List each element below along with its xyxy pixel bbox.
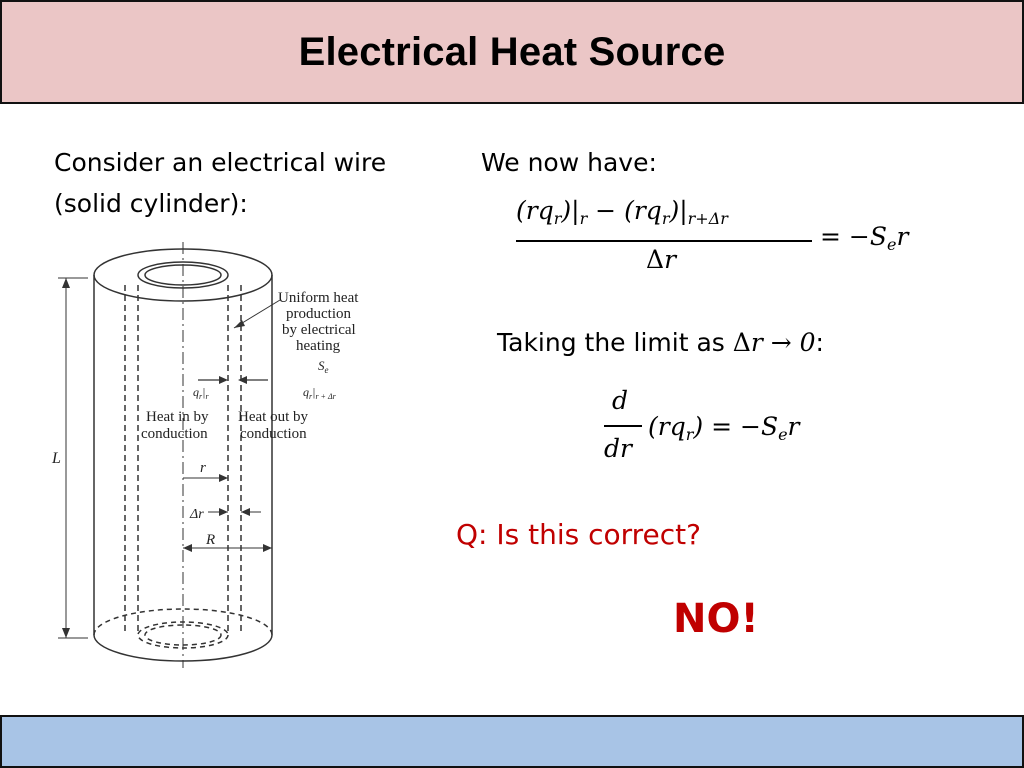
question-text: Q: Is this correct? <box>456 518 702 551</box>
fig-label-heat-in-2: conduction <box>141 426 208 442</box>
limit-prefix: Taking the limit as <box>497 328 733 357</box>
fig-label-se-sub: e <box>325 365 329 375</box>
answer-text: NO! <box>673 596 759 642</box>
fig-label-uniform-2: production <box>286 306 351 322</box>
footer-bar <box>0 715 1024 768</box>
fig-label-heat-out-2: conduction <box>240 426 307 442</box>
fig-label-heat-in-1: Heat in by <box>146 409 209 425</box>
fig-label-se: S <box>318 358 325 373</box>
fig-label-dr: Δr <box>189 507 204 522</box>
svg-text:qr|r + Δr: qr|r + Δr <box>303 385 337 401</box>
svg-text:qr|r: qr|r <box>193 385 209 401</box>
right-intro: We now have: <box>481 148 657 177</box>
fig-label-L: L <box>51 450 61 467</box>
fig-label-uniform-1: Uniform heat <box>278 290 359 306</box>
fig-label-r: r <box>200 460 206 476</box>
title-bar: Electrical Heat Source <box>0 0 1024 104</box>
limit-suffix: : <box>815 328 824 357</box>
intro-line-2: (solid cylinder): <box>54 189 248 218</box>
intro-line-1: Consider an electrical wire <box>54 148 387 177</box>
fig-label-R: R <box>205 532 215 548</box>
limit-text: Taking the limit as Δr → 0: <box>497 328 824 357</box>
svg-text:Se: Se <box>318 358 329 375</box>
intro-text: Consider an electrical wire (solid cylin… <box>54 142 386 224</box>
fig-label-uniform-4: heating <box>296 338 341 354</box>
fig-label-heat-out-1: Heat out by <box>238 409 308 425</box>
wire-cylinder-figure: Uniform heat production by electrical he… <box>51 242 359 668</box>
slide-title: Electrical Heat Source <box>298 29 726 74</box>
fig-label-uniform-3: by electrical <box>282 322 356 338</box>
